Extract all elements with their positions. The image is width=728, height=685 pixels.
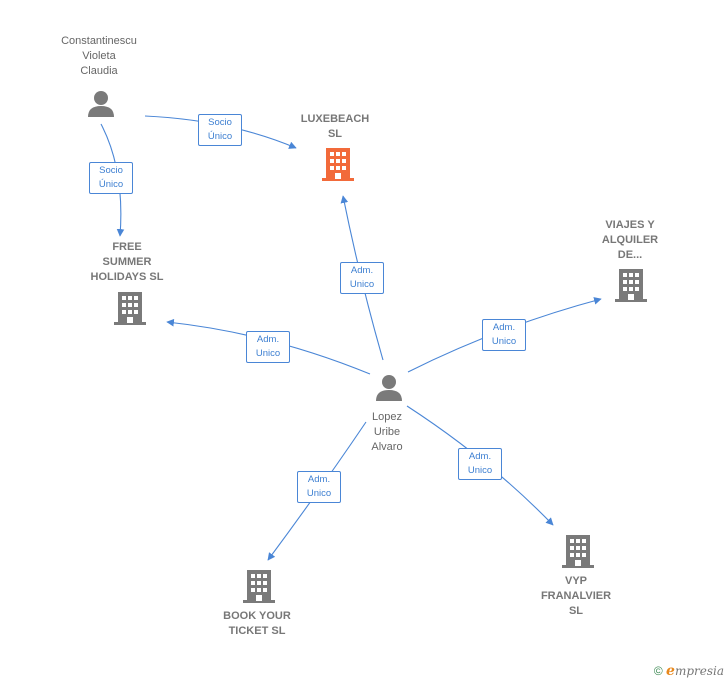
person-icon[interactable] (376, 375, 402, 401)
edge-label-adm-unico: Adm. Unico (246, 331, 290, 363)
node-label-vyp[interactable]: VYP FRANALVIER SL (540, 575, 612, 617)
node-label-book-your-ticket[interactable]: BOOK YOUR TICKET SL (223, 610, 291, 637)
edge-label-adm-unico: Adm. Unico (297, 471, 341, 503)
edge-label-adm-unico: Adm. Unico (340, 262, 384, 294)
building-icon[interactable] (243, 570, 275, 603)
node-label-free-summer[interactable]: FREE SUMMER HOLIDAYS SL (90, 241, 164, 283)
building-icon[interactable] (562, 535, 594, 568)
copyright-icon: © (653, 664, 663, 678)
footer-brand: © empresia (654, 663, 724, 679)
empresia-logo[interactable]: empresia (666, 663, 724, 679)
building-icon[interactable] (322, 148, 354, 181)
building-icon[interactable] (114, 292, 146, 325)
edge-label-adm-unico: Adm. Unico (458, 448, 502, 480)
building-icon[interactable] (615, 269, 647, 302)
node-label-constantinescu[interactable]: Constantinescu Violeta Claudia (61, 35, 137, 77)
edge-label-adm-unico: Adm. Unico (482, 319, 526, 351)
node-label-luxebeach[interactable]: LUXEBEACH SL (300, 113, 370, 140)
node-label-lopez[interactable]: Lopez Uribe Alvaro (371, 411, 403, 453)
person-icon[interactable] (88, 91, 114, 117)
edge-label-socio-unico: Socio Único (198, 114, 242, 146)
node-label-viajes[interactable]: VIAJES Y ALQUILER DE... (601, 219, 659, 261)
edge-label-socio-unico: Socio Único (89, 162, 133, 194)
